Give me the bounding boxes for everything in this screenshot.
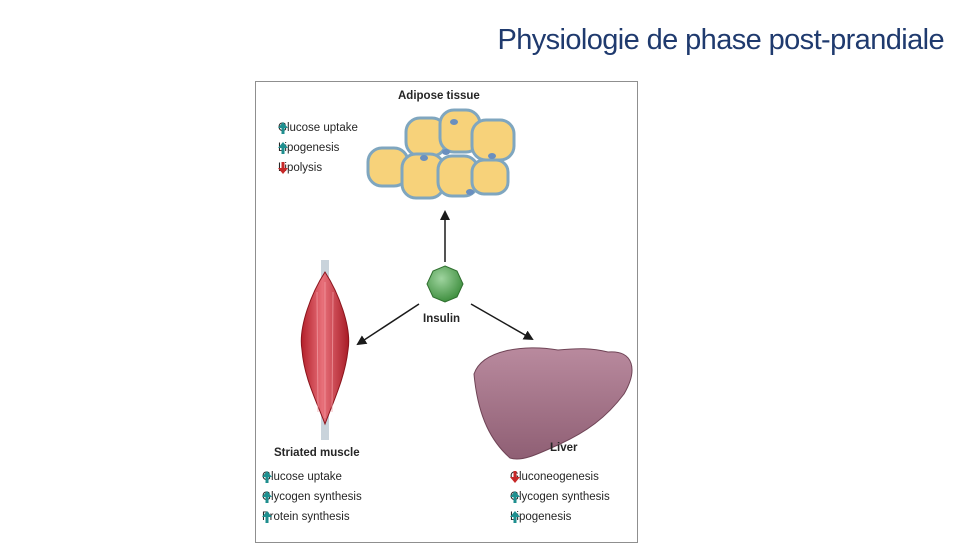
liver-illustration bbox=[473, 347, 633, 460]
decrease-arrow-icon bbox=[278, 162, 288, 174]
liver-effect-item: Gluconeogenesis bbox=[510, 471, 599, 483]
effect-label: Protein synthesis bbox=[262, 511, 350, 523]
effect-label: Glucose uptake bbox=[278, 122, 358, 134]
increase-arrow-icon bbox=[510, 491, 520, 503]
effect-label: Glycogen synthesis bbox=[510, 491, 610, 503]
adipose-title: Adipose tissue bbox=[398, 90, 480, 102]
effect-label: Lipogenesis bbox=[278, 142, 340, 154]
adipose-effect-item: Glucose uptake bbox=[278, 122, 358, 134]
muscle-title: Striated muscle bbox=[274, 447, 360, 459]
effect-label: Lipogenesis bbox=[510, 511, 572, 523]
decrease-arrow-icon bbox=[510, 471, 520, 483]
increase-arrow-icon bbox=[278, 122, 288, 134]
effect-label: Glucose uptake bbox=[262, 471, 342, 483]
increase-arrow-icon bbox=[262, 491, 272, 503]
increase-arrow-icon bbox=[278, 142, 288, 154]
effect-label: Gluconeogenesis bbox=[510, 471, 599, 483]
muscle-effect-item: Protein synthesis bbox=[262, 511, 350, 523]
arrow-to-liver bbox=[470, 303, 534, 340]
adipose-effect-item: Lipolysis bbox=[278, 162, 322, 174]
slide-title: Physiologie de phase post-prandiale bbox=[497, 24, 944, 56]
arrow-to-muscle bbox=[356, 303, 420, 346]
liver-title: Liver bbox=[550, 442, 578, 454]
muscle-effect-item: Glucose uptake bbox=[262, 471, 342, 483]
increase-arrow-icon bbox=[262, 471, 272, 483]
liver-effect-item: Glycogen synthesis bbox=[510, 491, 610, 503]
muscle-illustration bbox=[300, 260, 350, 440]
effect-label: Glycogen synthesis bbox=[262, 491, 362, 503]
adipose-effect-item: Lipogenesis bbox=[278, 142, 339, 154]
adipose-nuclei bbox=[420, 119, 496, 195]
insulin-molecule bbox=[426, 265, 464, 303]
muscle-effect-item: Glycogen synthesis bbox=[262, 491, 362, 503]
liver-effect-item: Lipogenesis bbox=[510, 511, 571, 523]
increase-arrow-icon bbox=[262, 511, 272, 523]
figure-drawing bbox=[300, 108, 633, 460]
increase-arrow-icon bbox=[510, 511, 520, 523]
adipose-cells bbox=[366, 108, 516, 200]
insulin-label: Insulin bbox=[423, 313, 461, 325]
effect-label: Lipolysis bbox=[278, 162, 323, 174]
